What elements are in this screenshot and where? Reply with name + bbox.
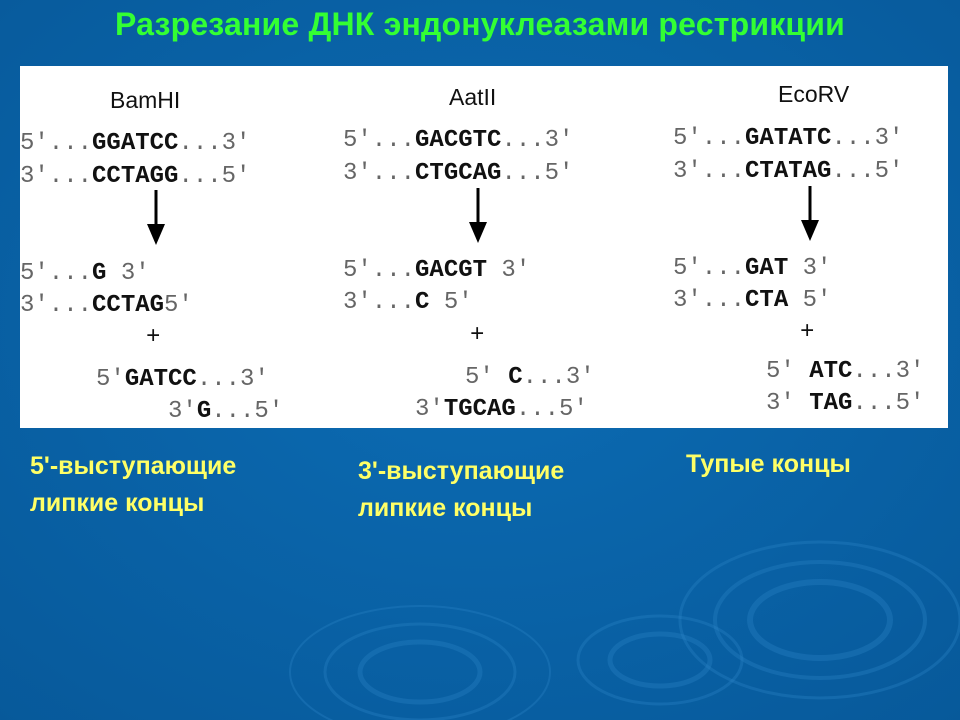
ecorv-bottom-strand: 3'...CTATAG...5' (673, 158, 904, 185)
aatii-plus-sign: + (470, 322, 485, 349)
caption-blunt-ends: Тупые концы (686, 446, 851, 483)
caption-3-overhang-line2: липкие концы (358, 494, 533, 522)
bamhi-fragment1-top: 5'...G 3' (20, 260, 150, 287)
caption-blunt-ends-line1: Тупые концы (686, 450, 851, 478)
caption-3-overhang-line1: 3'-выступающие (358, 457, 565, 485)
aatii-fragment1-bottom: 3'...C 5' (343, 289, 473, 316)
bamhi-fragment2-bottom: 3'G...5' (168, 398, 284, 425)
caption-5-overhang-line2: липкие концы (30, 489, 205, 517)
bamhi-fragment1-bottom: 3'...CCTAG5' (20, 292, 193, 319)
ecorv-plus-sign: + (800, 319, 815, 346)
ecorv-top-strand: 5'...GATATC...3' (673, 125, 904, 152)
aatii-fragment2-bottom: 3'TGCAG...5' (415, 396, 588, 423)
enzyme-name-bamhi: BamHI (110, 87, 181, 113)
ecorv-fragment1-bottom: 3'...CTA 5' (673, 287, 832, 314)
ecorv-fragment1-top: 5'...GAT 3' (673, 255, 832, 282)
enzyme-name-ecorv: EcoRV (778, 81, 850, 107)
ecorv-fragment2-bottom: 3' TAG...5' (766, 390, 925, 417)
caption-3-overhang: 3'-выступающие липкие концы (358, 453, 564, 527)
aatii-top-strand: 5'...GACGTC...3' (343, 127, 574, 154)
bamhi-top-strand: 5'...GGATCC...3' (20, 130, 251, 157)
aatii-fragment2-top: 5' C...3' (465, 364, 595, 391)
bamhi-fragment2-top: 5'GATCC...3' (96, 366, 269, 393)
bamhi-plus-sign: + (146, 324, 161, 351)
enzyme-name-aatii: AatII (449, 84, 497, 110)
bamhi-cut-arrow (147, 190, 165, 245)
aatii-fragment1-top: 5'...GACGT 3' (343, 257, 531, 284)
ecorv-cut-arrow (801, 186, 819, 241)
ecorv-fragment2-top: 5' ATC...3' (766, 358, 925, 385)
aatii-cut-arrow (469, 188, 487, 243)
bamhi-bottom-strand: 3'...CCTAGG...5' (20, 163, 251, 190)
restriction-diagram-panel: BamHI 5'...GGATCC...3' 3'...CCTAGG...5' … (20, 66, 948, 428)
caption-5-overhang-line1: 5'-выступающие (30, 452, 237, 480)
aatii-bottom-strand: 3'...CTGCAG...5' (343, 160, 574, 187)
slide-title: Разрезание ДНК эндонуклеазами рестрикции (114, 6, 846, 42)
caption-5-overhang: 5'-выступающие липкие концы (30, 448, 236, 522)
water-ripple-decoration (289, 540, 960, 720)
